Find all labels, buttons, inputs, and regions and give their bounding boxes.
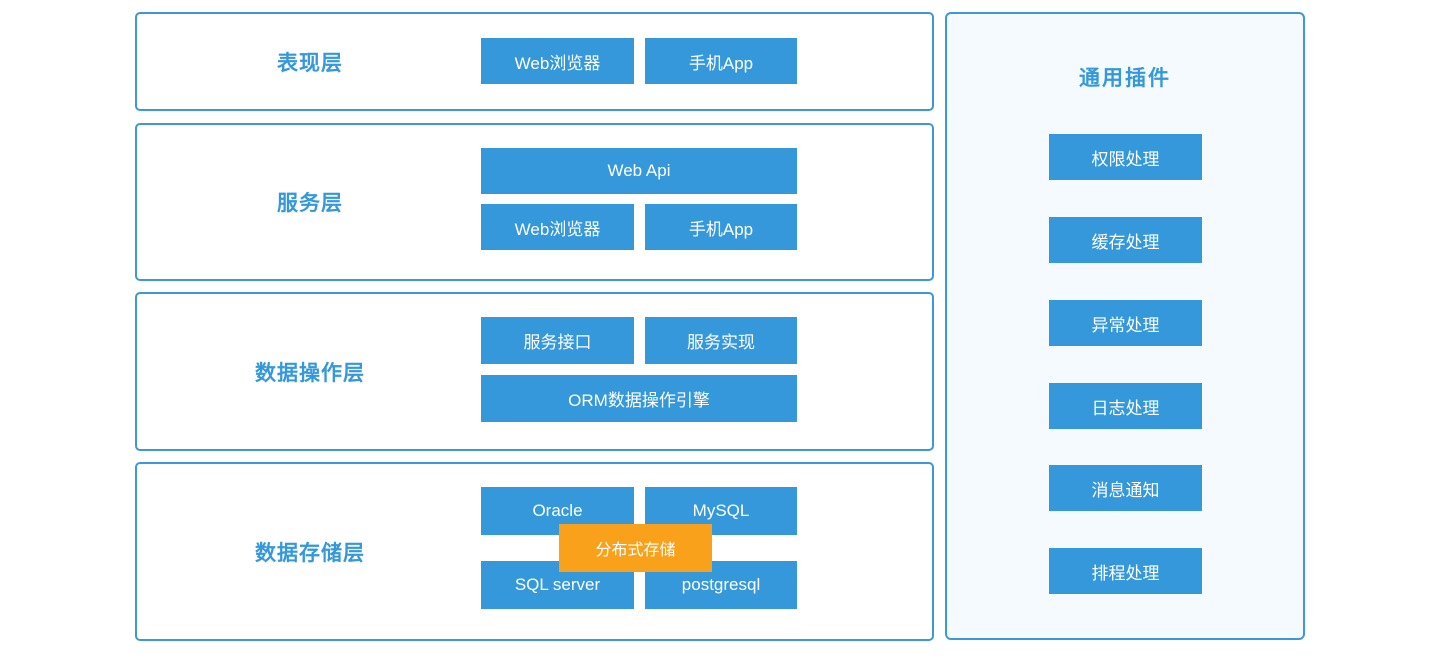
layer-box-data-operation: 数据操作层 服务接口 服务实现 ORM数据操作引擎 — [135, 292, 934, 451]
node-cache-handling: 缓存处理 — [1049, 217, 1202, 263]
node-service-implementation: 服务实现 — [645, 317, 797, 364]
plugins-panel-title: 通用插件 — [1079, 67, 1171, 90]
node-oracle: Oracle — [481, 487, 634, 535]
layer-label-data-operation: 数据操作层 — [255, 361, 365, 385]
node-schedule-handling: 排程处理 — [1049, 548, 1202, 594]
node-sql-server: SQL server — [481, 561, 634, 609]
node-postgresql: postgresql — [645, 561, 797, 609]
node-web-browser: Web浏览器 — [481, 38, 634, 84]
layer-box-presentation: 表现层 Web浏览器 手机App — [135, 12, 934, 111]
node-exception-handling: 异常处理 — [1049, 300, 1202, 346]
node-mobile-app: 手机App — [645, 204, 797, 250]
layer-label-service: 服务层 — [277, 192, 343, 215]
plugins-panel: 通用插件 权限处理 缓存处理 异常处理 日志处理 消息通知 排程处理 — [945, 12, 1305, 640]
node-web-browser: Web浏览器 — [481, 204, 634, 250]
node-mobile-app: 手机App — [645, 38, 797, 84]
node-message-notification: 消息通知 — [1049, 465, 1202, 511]
node-permission-handling: 权限处理 — [1049, 134, 1202, 180]
layer-box-data-storage: 数据存储层 Oracle MySQL SQL server postgresql… — [135, 462, 934, 641]
layer-box-service: 服务层 Web Api Web浏览器 手机App — [135, 123, 934, 281]
node-log-handling: 日志处理 — [1049, 383, 1202, 429]
node-service-interface: 服务接口 — [481, 317, 634, 364]
node-distributed-storage: 分布式存储 — [559, 524, 712, 572]
node-web-api: Web Api — [481, 148, 797, 194]
layer-label-data-storage: 数据存储层 — [255, 541, 365, 565]
layer-label-presentation: 表现层 — [277, 51, 343, 75]
node-orm-engine: ORM数据操作引擎 — [481, 375, 797, 422]
